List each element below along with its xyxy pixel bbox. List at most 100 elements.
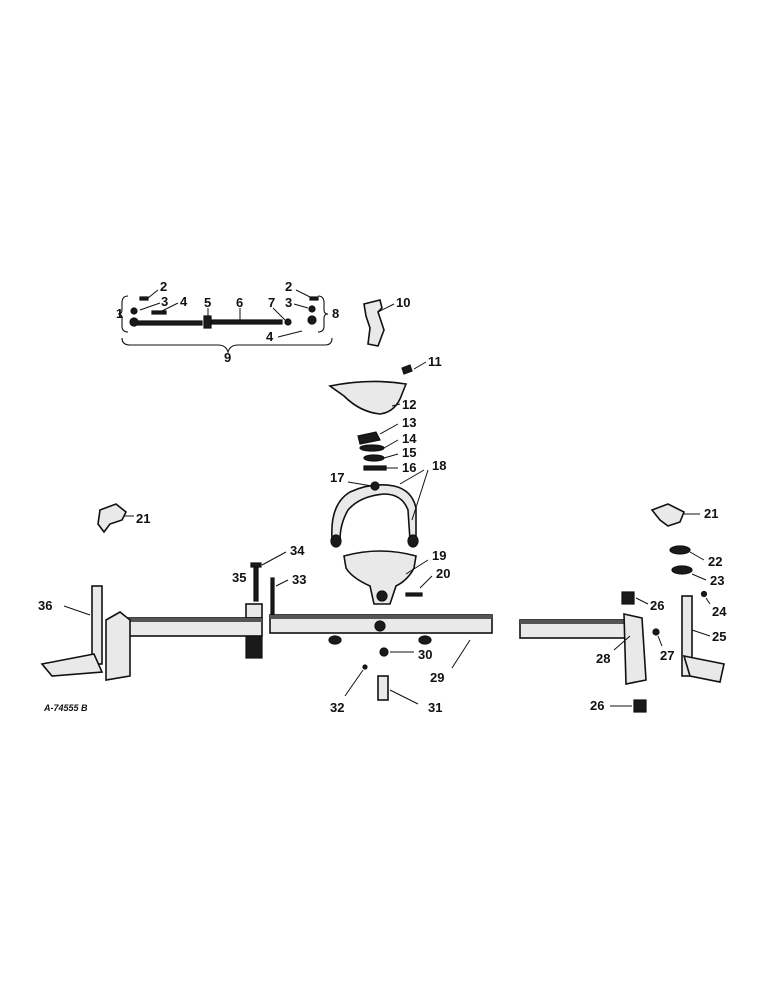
tie-rod-assembly — [117, 289, 333, 354]
tie-rod-end-left — [129, 317, 139, 327]
bushing-26-bottom — [633, 699, 647, 713]
callout-3-left: 3 — [161, 294, 168, 309]
pivot-eye-right — [407, 534, 419, 548]
bolt-34-head — [250, 562, 262, 568]
callout-22: 22 — [708, 554, 722, 569]
bolt-16 — [363, 465, 387, 471]
steering-arm-21-right — [650, 503, 686, 527]
callout-14: 14 — [402, 431, 417, 446]
bushing-26-top — [621, 591, 635, 605]
callout-15: 15 — [402, 445, 416, 460]
pivot-eye-left — [330, 534, 342, 548]
callout-labels: 1 2 3 4 5 6 7 2 3 8 4 9 10 11 12 13 14 1… — [38, 279, 727, 715]
axle-extension-right-boss — [623, 612, 647, 685]
bracket-1 — [117, 295, 129, 333]
steering-arm-21-left — [97, 503, 128, 534]
callout-30: 30 — [418, 647, 432, 662]
ball-joint-left — [130, 307, 138, 315]
callout-27: 27 — [660, 648, 674, 663]
callout-4-bottom: 4 — [266, 329, 274, 344]
bracket-8 — [317, 295, 329, 333]
bolster-assembly — [328, 361, 429, 548]
callout-32: 32 — [330, 700, 344, 715]
callout-10: 10 — [396, 295, 410, 310]
center-axle — [269, 614, 493, 705]
center-bolts — [245, 551, 289, 659]
callout-21-right: 21 — [704, 506, 718, 521]
ball-joint-right — [308, 305, 316, 313]
pin-31 — [377, 675, 389, 701]
callout-18: 18 — [432, 458, 446, 473]
fitting-32 — [362, 664, 368, 670]
spring-35 — [245, 635, 263, 659]
callout-3-right: 3 — [285, 295, 292, 310]
callout-29: 29 — [430, 670, 444, 685]
callout-12: 12 — [402, 397, 416, 412]
callout-19: 19 — [432, 548, 446, 563]
callout-26-top: 26 — [650, 598, 664, 613]
tie-rod-end-right — [307, 315, 317, 325]
washer-14 — [359, 444, 385, 452]
axle-support — [343, 550, 433, 605]
washer-22 — [669, 545, 691, 555]
callout-35: 35 — [232, 570, 246, 585]
tie-rod-tube-right — [211, 319, 283, 325]
callout-20: 20 — [436, 566, 450, 581]
bolt-34 — [253, 564, 259, 602]
callout-9: 9 — [224, 350, 231, 365]
callout-6: 6 — [236, 295, 243, 310]
fitting-27 — [652, 628, 660, 636]
bolster-12 — [328, 380, 408, 415]
axle-extension-left-shade — [118, 618, 262, 622]
axle-pivot-hole — [374, 620, 386, 632]
steering-arm-body — [363, 299, 385, 347]
spindle-25-knuckle — [682, 654, 725, 683]
callout-26-bottom: 26 — [590, 698, 604, 713]
callout-36: 36 — [38, 598, 52, 613]
callout-17: 17 — [330, 470, 344, 485]
clamp-13 — [357, 431, 381, 445]
pivot-bracket-18 — [331, 484, 417, 542]
steering-arm — [363, 299, 395, 347]
callout-33: 33 — [292, 572, 306, 587]
axle-extension-left-boss — [105, 611, 131, 681]
cotter-pin-2-left — [139, 296, 149, 301]
callout-13: 13 — [402, 415, 416, 430]
bolt-20 — [405, 592, 423, 597]
callout-31: 31 — [428, 700, 442, 715]
drawing-id: A-74555 B — [43, 703, 88, 713]
fitting-11 — [401, 364, 413, 375]
bolt-33 — [270, 577, 275, 615]
fitting-4-left — [151, 310, 167, 315]
support-hole — [376, 590, 388, 602]
left-side — [40, 503, 263, 681]
clamp-5 — [203, 315, 212, 329]
callout-21-left: 21 — [136, 511, 150, 526]
bushing-35-top — [245, 603, 263, 619]
spindle-36-knuckle — [40, 653, 104, 677]
spindle-36-shaft — [91, 585, 103, 665]
callout-4-top: 4 — [180, 294, 188, 309]
right-side — [519, 503, 725, 713]
bracket-9 — [121, 337, 333, 354]
callout-16: 16 — [402, 460, 416, 475]
callout-25: 25 — [712, 629, 726, 644]
pivot-17 — [370, 481, 380, 491]
callout-1: 1 — [116, 306, 123, 321]
axle-lug-right — [418, 635, 432, 645]
callout-24: 24 — [712, 604, 727, 619]
callout-34: 34 — [290, 543, 305, 558]
callout-11: 11 — [428, 354, 442, 369]
washer-15 — [363, 454, 385, 462]
washer-23 — [671, 565, 693, 575]
callout-7: 7 — [268, 295, 275, 310]
callout-2-left: 2 — [160, 279, 167, 294]
center-axle-shade — [270, 615, 492, 619]
nut-7 — [284, 318, 292, 326]
axle-lug-left — [328, 635, 342, 645]
callout-2-right: 2 — [285, 279, 292, 294]
fitting-30 — [379, 647, 389, 657]
callout-23: 23 — [710, 573, 724, 588]
